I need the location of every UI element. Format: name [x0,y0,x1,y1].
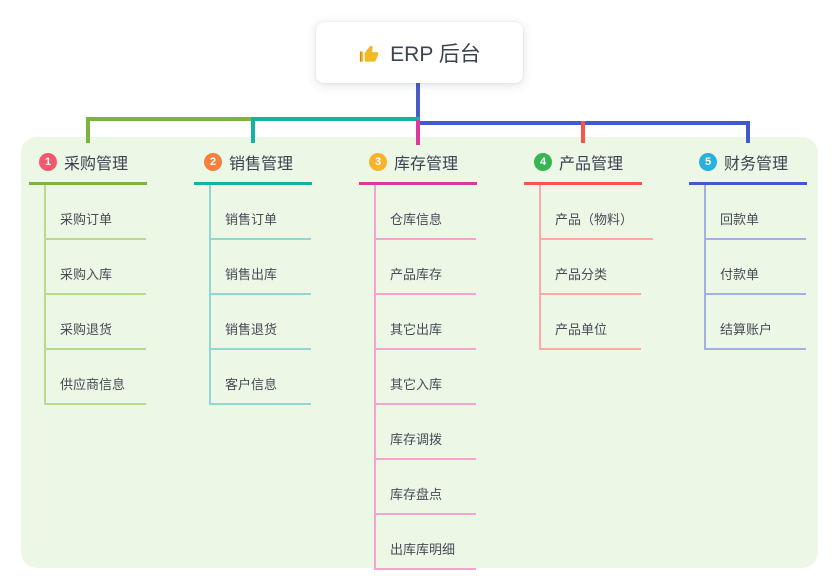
branch-label: 产品管理 [559,156,624,173]
branch-inventory: 3 库存管理 仓库信息 产品库存 其它出库 其它入库 库存调拨 库存盘点 出库库… [359,150,477,570]
branch-children: 回款单 付款单 结算账户 [704,185,806,350]
child-node[interactable]: 结算账户 [706,295,806,350]
child-node[interactable]: 销售退货 [211,295,311,350]
thumbs-up-icon [358,42,381,65]
branch-index-badge: 5 [699,153,717,171]
branch-label: 销售管理 [229,156,294,173]
child-node[interactable]: 采购退货 [46,295,146,350]
child-node[interactable]: 销售出库 [211,240,311,295]
branch-label: 财务管理 [724,156,789,173]
branch-children: 销售订单 销售出库 销售退货 客户信息 [209,185,311,405]
branch-header-product[interactable]: 4 产品管理 [524,150,642,185]
connector-horizontal-branch2 [251,117,420,121]
branch-product: 4 产品管理 产品（物料） 产品分类 产品单位 [524,150,654,350]
branch-label: 库存管理 [394,156,459,173]
child-node[interactable]: 其它入库 [376,350,476,405]
child-node[interactable]: 客户信息 [211,350,311,405]
child-node[interactable]: 销售订单 [211,185,311,240]
branch-purchase: 1 采购管理 采购订单 采购入库 采购退货 供应商信息 [29,150,147,405]
branch-children: 产品（物料） 产品分类 产品单位 [539,185,654,350]
connector-drop-branch1 [86,117,90,143]
child-node[interactable]: 仓库信息 [376,185,476,240]
connector-horizontal-branch1 [86,117,253,121]
branch-header-sales[interactable]: 2 销售管理 [194,150,312,185]
connector-drop-branch5 [746,121,750,143]
connector-drop-branch2 [251,117,255,143]
branch-index-badge: 3 [369,153,387,171]
branch-children: 采购订单 采购入库 采购退货 供应商信息 [44,185,146,405]
branch-header-inventory[interactable]: 3 库存管理 [359,150,477,185]
child-node[interactable]: 付款单 [706,240,806,295]
child-node[interactable]: 采购入库 [46,240,146,295]
child-node[interactable]: 产品单位 [541,295,641,350]
branch-sales: 2 销售管理 销售订单 销售出库 销售退货 客户信息 [194,150,312,405]
branch-index-badge: 1 [39,153,57,171]
branch-header-purchase[interactable]: 1 采购管理 [29,150,147,185]
child-node[interactable]: 产品（物料） [541,185,654,240]
root-node[interactable]: ERP 后台 [316,22,523,83]
child-node[interactable]: 出库库明细 [376,515,476,570]
connector-drop-branch3 [416,120,420,145]
branch-index-badge: 4 [534,153,552,171]
branch-index-badge: 2 [204,153,222,171]
child-node[interactable]: 库存盘点 [376,460,476,515]
branch-finance: 5 财务管理 回款单 付款单 结算账户 [689,150,807,350]
child-node[interactable]: 产品库存 [376,240,476,295]
root-title: ERP 后台 [390,42,481,66]
child-node[interactable]: 供应商信息 [46,350,146,405]
branch-children: 仓库信息 产品库存 其它出库 其它入库 库存调拨 库存盘点 出库库明细 [374,185,476,570]
child-node[interactable]: 采购订单 [46,185,146,240]
branch-header-finance[interactable]: 5 财务管理 [689,150,807,185]
child-node[interactable]: 其它出库 [376,295,476,350]
child-node[interactable]: 产品分类 [541,240,641,295]
connector-root-vertical [416,82,420,122]
branches-panel [21,137,818,568]
connector-drop-branch4 [581,121,585,143]
child-node[interactable]: 回款单 [706,185,806,240]
child-node[interactable]: 库存调拨 [376,405,476,460]
branch-label: 采购管理 [64,156,129,173]
